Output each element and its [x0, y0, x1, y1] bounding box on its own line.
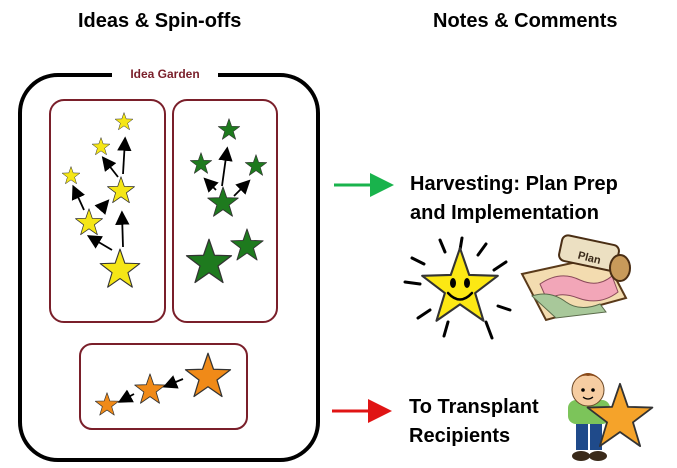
yellow-star-box: [49, 99, 166, 323]
yellow-star: [99, 248, 141, 288]
yellow-star: [75, 208, 103, 236]
garden-label: Idea Garden: [130, 67, 199, 81]
green-growth-arrows: [203, 146, 251, 197]
orange-star: [94, 392, 120, 416]
harvest-line-1: Harvesting: Plan Prep: [410, 173, 618, 195]
kid-holding-star-icon: [568, 373, 654, 461]
green-stars: [185, 118, 268, 284]
green-star: [230, 228, 264, 261]
orange-star: [134, 373, 166, 404]
plan-label: Plan: [576, 250, 602, 267]
green-star: [207, 186, 239, 217]
heading-ideas-spinoffs: Ideas & Spin-offs: [78, 10, 242, 32]
green-star: [185, 238, 233, 284]
plan-scroll-icon: Plan: [520, 234, 631, 322]
yellow-star: [61, 166, 81, 185]
green-star: [244, 154, 268, 176]
yellow-stars: [61, 112, 141, 288]
orange-stars: [94, 352, 232, 416]
yellow-star: [107, 176, 135, 204]
transplant-line-2: Recipients: [409, 425, 511, 447]
garden-label-bg: [112, 65, 218, 83]
heading-notes-comments: Notes & Comments: [433, 10, 618, 32]
idea-garden-border: [18, 73, 320, 462]
green-star: [217, 118, 241, 140]
smiley-star-icon: [403, 236, 512, 340]
green-star-box: [172, 99, 278, 323]
transplant-note: To Transplant Recipients: [409, 393, 539, 451]
orange-star: [184, 352, 232, 398]
harvest-note: Harvesting: Plan Prep and Implementation: [410, 170, 618, 228]
harvest-line-2: and Implementation: [410, 202, 599, 224]
yellow-star: [114, 112, 134, 131]
yellow-growth-arrows: [71, 136, 132, 251]
green-star: [189, 152, 213, 174]
orange-star-box: [79, 343, 248, 430]
orange-growth-arrows: [117, 375, 184, 403]
transplant-line-1: To Transplant: [409, 396, 539, 418]
yellow-star: [91, 137, 111, 156]
